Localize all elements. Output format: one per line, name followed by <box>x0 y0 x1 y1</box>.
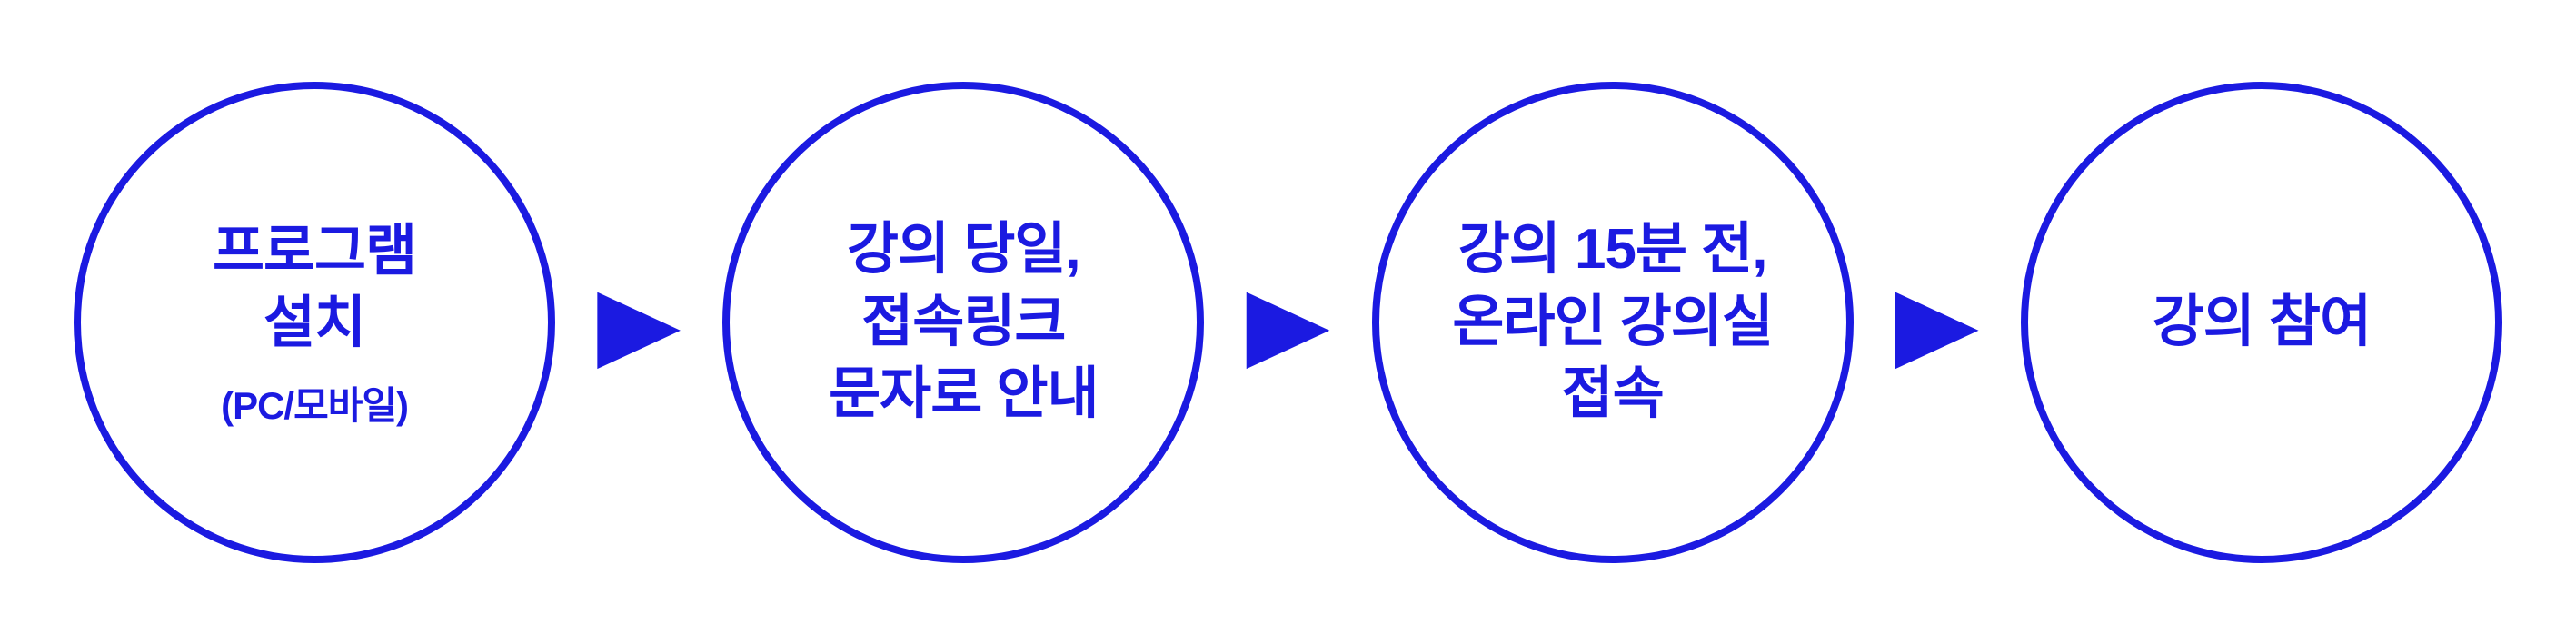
step-label: 강의 당일, 접속링크 문자로 안내 <box>829 218 1099 426</box>
step-subtext: (PC/모바일) <box>221 383 409 427</box>
arrow-right-icon: ▶ <box>597 265 681 379</box>
step-circle-join-lecture: 강의 참여 <box>2020 81 2502 563</box>
arrow-right-icon: ▶ <box>1895 265 1979 379</box>
step-circle-classroom-access: 강의 15분 전, 온라인 강의실 접속 <box>1371 81 1854 563</box>
step-circle-link-notice: 강의 당일, 접속링크 문자로 안내 <box>722 81 1205 563</box>
step-label: 프로그램 설치 <box>212 219 417 355</box>
step-label: 강의 15분 전, 온라인 강의실 접속 <box>1452 218 1773 426</box>
step-circle-program-install: 프로그램 설치 (PC/모바일) <box>74 81 556 563</box>
step-label: 강의 참여 <box>2152 290 2372 353</box>
arrow-right-icon: ▶ <box>1246 265 1330 379</box>
